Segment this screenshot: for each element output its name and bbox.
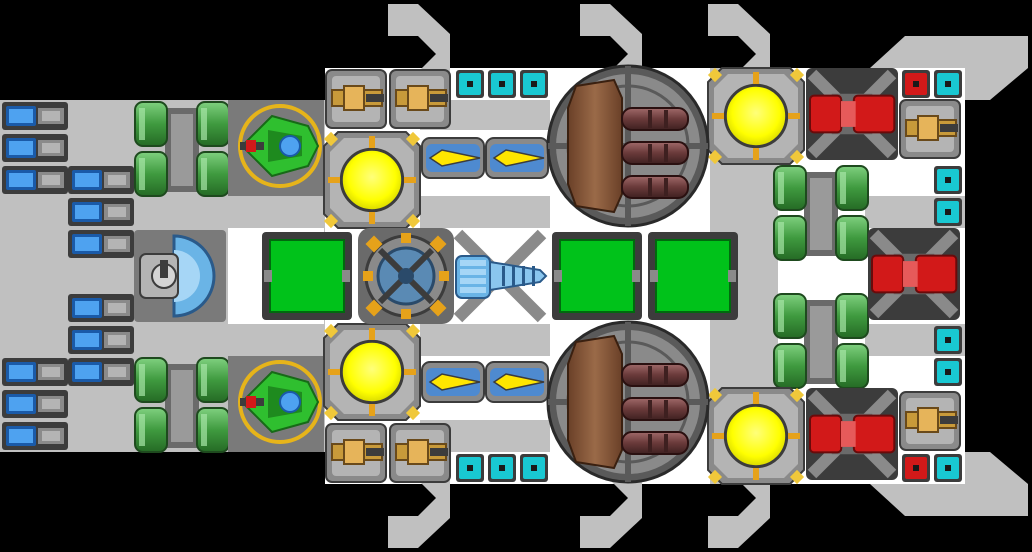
reactor-core[interactable] [323,323,421,421]
crystal-engine[interactable] [453,229,548,323]
red-laser-turret[interactable] [806,68,898,160]
corridor-rear-lower [135,324,325,356]
armor-spike [708,480,770,548]
thruster[interactable] [2,390,68,418]
green-drone[interactable] [228,100,324,196]
cyan-sensor-block[interactable] [488,454,516,482]
armor-spike [388,4,450,72]
thruster[interactable] [68,294,134,322]
fuel-tank-pair[interactable] [134,357,230,453]
thruster[interactable] [68,166,134,194]
front-armor-hooks [870,36,1028,516]
heavy-cannon[interactable] [546,64,710,228]
missile-launcher[interactable] [421,361,485,403]
red-sensor-block[interactable] [902,70,930,98]
cyan-sensor-block[interactable] [456,454,484,482]
fuel-tank-pair[interactable] [134,101,230,197]
gold-gun-turret[interactable] [325,69,387,129]
missile-launcher[interactable] [485,137,549,179]
cargo-storage[interactable] [262,232,352,320]
thruster[interactable] [2,134,68,162]
cyan-sensor-block[interactable] [934,198,962,226]
armor-spike [580,480,642,548]
cyan-sensor-block[interactable] [934,454,962,482]
cyan-sensor-block[interactable] [520,70,548,98]
armor-spike [580,4,642,72]
thruster[interactable] [2,166,68,194]
fuel-tank-pair[interactable] [773,293,869,389]
thruster[interactable] [2,358,68,386]
cyan-sensor-block[interactable] [456,70,484,98]
armor-spikes [388,4,770,548]
cargo-storage[interactable] [648,232,738,320]
gold-gun-turret[interactable] [899,99,961,159]
gold-gun-turret[interactable] [389,69,451,129]
thruster[interactable] [68,230,134,258]
red-laser-turret[interactable] [868,228,960,320]
components [2,64,962,485]
reactor-core[interactable] [707,387,805,485]
missile-launcher[interactable] [485,361,549,403]
green-drone[interactable] [228,356,324,452]
missile-launcher[interactable] [421,137,485,179]
fuel-tank-pair[interactable] [773,165,869,261]
gyroscope-core[interactable] [358,228,454,324]
corridor-upper [420,196,550,228]
gold-gun-turret[interactable] [325,423,387,483]
red-laser-turret[interactable] [806,388,898,480]
front-hook-bottom [870,452,1028,516]
thruster[interactable] [2,102,68,130]
cargo-storage[interactable] [552,232,642,320]
thruster[interactable] [2,422,68,450]
corridor-lower [420,324,550,356]
shield-generator[interactable] [134,230,226,322]
cyan-sensor-block[interactable] [520,454,548,482]
gold-gun-turret[interactable] [899,391,961,451]
reactor-core[interactable] [323,131,421,229]
thruster[interactable] [68,198,134,226]
reactor-core[interactable] [707,67,805,165]
armor-spike [708,4,770,72]
armor-spike [388,480,450,548]
thruster[interactable] [68,326,134,354]
heavy-cannon[interactable] [546,320,710,484]
cyan-sensor-block[interactable] [934,166,962,194]
red-sensor-block[interactable] [902,454,930,482]
corridor-rear-upper [135,196,325,228]
cyan-sensor-block[interactable] [934,326,962,354]
cyan-sensor-block[interactable] [934,358,962,386]
cyan-sensor-block[interactable] [488,70,516,98]
front-hook-top [870,36,1028,100]
gold-gun-turret[interactable] [389,423,451,483]
cyan-sensor-block[interactable] [934,70,962,98]
thruster[interactable] [68,358,134,386]
